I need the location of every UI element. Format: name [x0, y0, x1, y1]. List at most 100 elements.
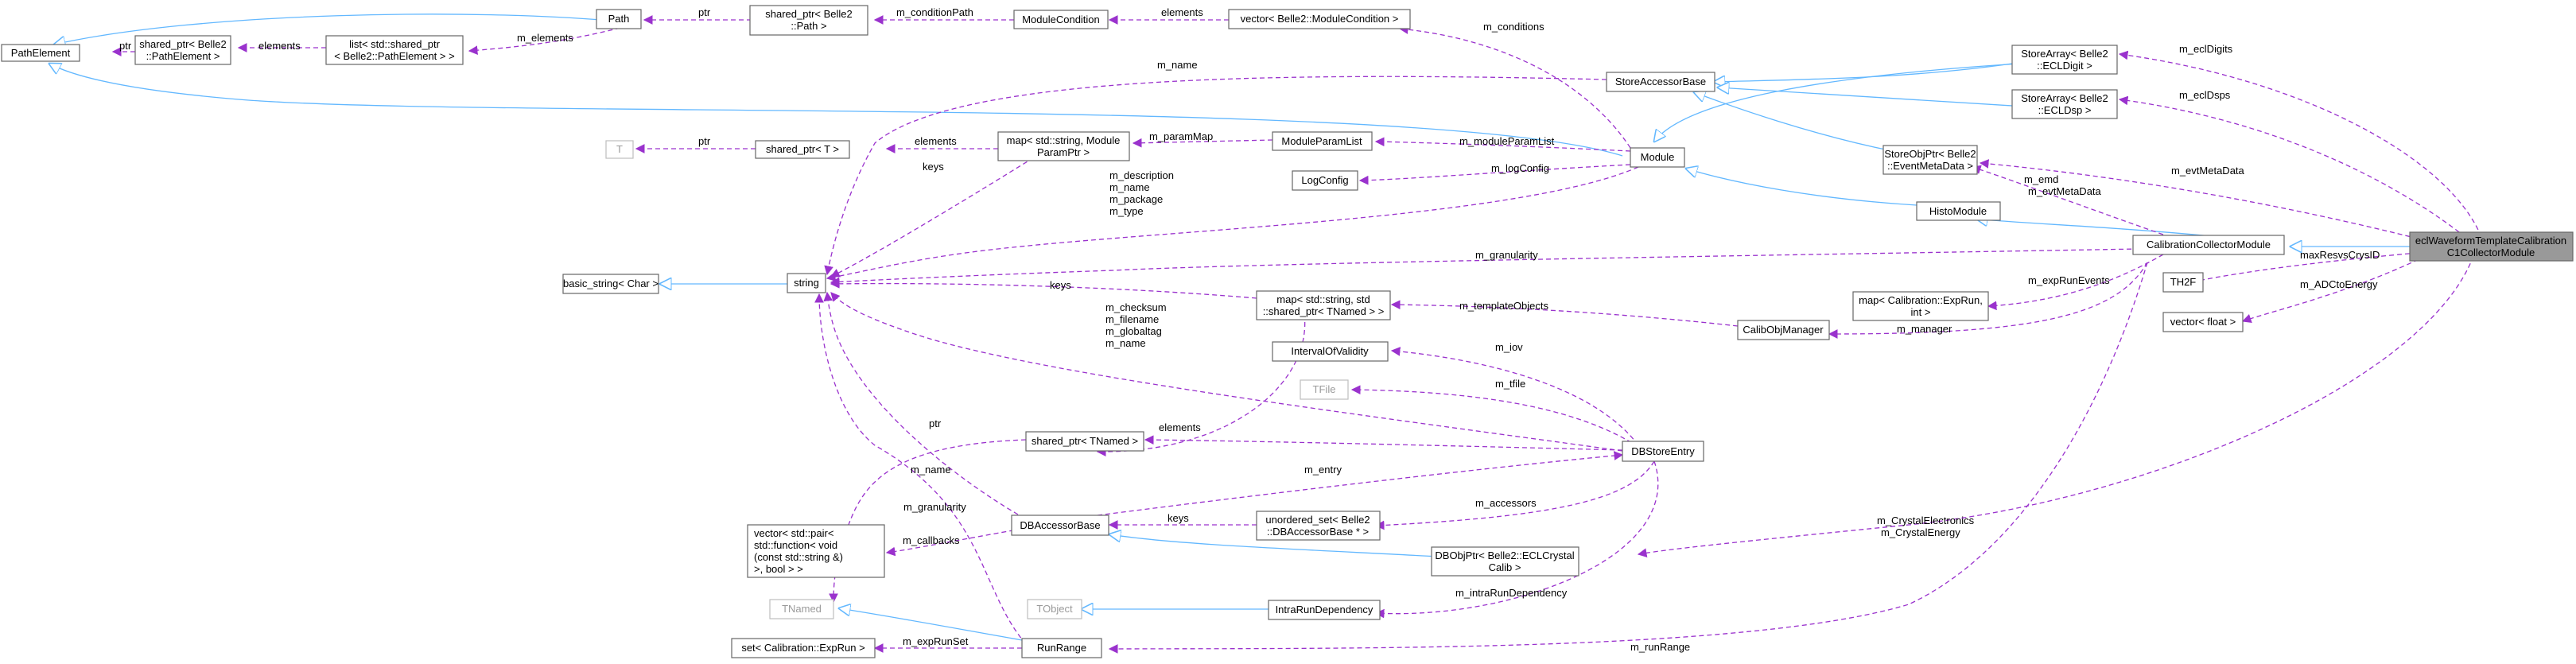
node-label: DBStoreEntry	[1631, 445, 1695, 457]
label-m-ecl-dsps: m_eclDsps	[2179, 89, 2231, 101]
node-db-obj-ptr[interactable]: DBObjPtr< Belle2::ECLCrystal Calib >	[1431, 546, 1579, 577]
node-intra-run-dependency[interactable]: IntraRunDependency	[1268, 600, 1381, 620]
node-module[interactable]: Module	[1630, 147, 1685, 168]
label-m-template-objects: m_templateObjects	[1459, 300, 1548, 312]
label-m-tfile: m_tfile	[1495, 378, 1525, 390]
node-label: shared_ptr< Belle2	[139, 38, 227, 50]
node-histo-module[interactable]: HistoModule	[1916, 201, 2001, 221]
edge-calibobjmanager-to-maptnamed	[1390, 300, 1739, 327]
node-module-condition[interactable]: ModuleCondition	[1013, 10, 1109, 29]
node-map-tnamed[interactable]: map< std::string, std ::shared_ptr< TNam…	[1256, 290, 1391, 320]
node-store-accessor-base[interactable]: StoreAccessorBase	[1606, 72, 1715, 92]
label-m-elements: m_elements	[517, 32, 573, 44]
node-label: >, bool > >	[754, 563, 803, 575]
node-map-param[interactable]: map< std::string, Module ParamPtr >	[997, 131, 1130, 161]
node-label: LogConfig	[1301, 174, 1348, 186]
edge-calcollector-to-string	[830, 248, 2140, 287]
node-label: ::ECLDsp >	[2038, 104, 2092, 116]
edge-labels: ptr elements m_elements ptr m_conditionP…	[119, 6, 2380, 653]
node-label: TH2F	[2170, 276, 2197, 288]
node-shared-ptr-tnamed[interactable]: shared_ptr< TNamed >	[1025, 431, 1144, 452]
node-label: string	[794, 277, 819, 289]
edge-maptnamed-to-string	[830, 279, 1257, 299]
edge-histomodule-inherits-module	[1686, 169, 1917, 206]
node-shared-ptr-path[interactable]: shared_ptr< Belle2 ::Path >	[749, 5, 868, 36]
edge-module-inherits-pathelement	[49, 64, 1623, 157]
label-m-crystal-energy: m_CrystalEnergy	[1881, 526, 1960, 538]
node-set-exprun[interactable]: set< Calibration::ExpRun >	[731, 638, 876, 658]
node-map-exprun[interactable]: map< Calibration::ExpRun, int >	[1852, 291, 1989, 321]
node-label: CalibObjManager	[1743, 324, 1824, 336]
edge-dbaccessorbase-to-vectorpair	[885, 528, 1023, 557]
label-ptr: ptr	[119, 40, 132, 52]
node-label: CalibrationCollectorModule	[2147, 239, 2271, 250]
node-list-shared-ptr[interactable]: list< std::shared_ptr < Belle2::PathElem…	[325, 35, 464, 65]
label-m-adc-to-energy: m_ADCtoEnergy	[2300, 278, 2378, 290]
label-m-granularity: m_granularity	[1475, 249, 1538, 261]
edge-calcollector-to-storeobjptr	[1971, 165, 2164, 235]
node-label: DBObjPtr< Belle2::ECLCrystal	[1435, 549, 1574, 561]
edge-dbstoreentry-to-iov	[1390, 347, 1639, 446]
edge-module-to-vector-conditions	[1398, 25, 1631, 149]
node-label: StoreObjPtr< Belle2	[1884, 148, 1976, 160]
node-th2f[interactable]: TH2F	[2162, 272, 2204, 293]
node-db-store-entry[interactable]: DBStoreEntry	[1622, 441, 1704, 462]
node-ecl-waveform-template-collector[interactable]: eclWaveformTemplateCalibration C1Collect…	[2409, 231, 2574, 262]
node-tnamed[interactable]: TNamed	[769, 599, 834, 619]
edge-dbaccessorbase-to-dbstoreentry	[1097, 451, 1624, 516]
label-m-condition-path: m_conditionPath	[896, 6, 973, 18]
label-ptr: ptr	[698, 6, 711, 18]
label-m-manager: m_manager	[1897, 323, 1952, 335]
label-m-ecl-digits: m_eclDigits	[2179, 43, 2233, 55]
node-tobject[interactable]: TObject	[1027, 599, 1082, 619]
node-path[interactable]: Path	[596, 9, 642, 29]
node-store-obj-ptr[interactable]: StoreObjPtr< Belle2 ::EventMetaData >	[1882, 145, 1978, 175]
node-label: PathElement	[11, 47, 71, 59]
edge-focus-to-dbobjptr	[1637, 255, 2474, 557]
node-label: StoreArray< Belle2	[2021, 92, 2108, 104]
edge-module-to-moduleparamlist	[1374, 137, 1631, 152]
node-shared-ptr-t[interactable]: shared_ptr< T >	[755, 140, 850, 159]
node-string[interactable]: string	[787, 273, 826, 293]
node-label: unordered_set< Belle2	[1265, 514, 1370, 526]
node-label: ModuleParamList	[1281, 135, 1362, 147]
label-m-iov: m_iov	[1495, 341, 1523, 353]
edge-dbstoreentry-to-tfile	[1350, 385, 1639, 448]
label-m-emd: m_emd	[2024, 173, 2058, 185]
label-max-resvs-crys-id: maxResvsCrysID	[2300, 249, 2380, 261]
edge-maptnamed-to-sharedptr-tnamed	[1096, 313, 1306, 456]
label-m-conditions: m_conditions	[1483, 21, 1544, 33]
node-store-array-ecl-digit[interactable]: StoreArray< Belle2 ::ECLDigit >	[2011, 45, 2118, 75]
node-vector-pair[interactable]: vector< std::pair< std::function< void (…	[747, 524, 885, 578]
node-label: DBAccessorBase	[1020, 519, 1100, 531]
node-basic-string[interactable]: basic_string< Char >	[562, 274, 659, 294]
node-interval-of-validity[interactable]: IntervalOfValidity	[1272, 341, 1389, 362]
label-keys: keys	[923, 161, 944, 173]
node-label: Module	[1641, 151, 1675, 163]
edge-dbstoreentry-to-sharedptr-tnamed	[1144, 435, 1623, 451]
node-vector-module-condition[interactable]: vector< Belle2::ModuleCondition >	[1228, 9, 1411, 29]
node-log-config[interactable]: LogConfig	[1292, 170, 1358, 191]
edge-dbstoreentry-to-unorderedset	[1374, 460, 1655, 530]
node-tfile[interactable]: TFile	[1300, 379, 1349, 400]
edge-focus-to-th2f	[2189, 252, 2419, 285]
node-vector-float[interactable]: vector< float >	[2162, 312, 2244, 332]
node-calibration-collector-module[interactable]: CalibrationCollectorModule	[2132, 235, 2285, 255]
node-module-param-list[interactable]: ModuleParamList	[1272, 131, 1373, 151]
edge-dbaccessorbase-to-string	[823, 291, 1019, 515]
edge-calcollector-inherits-histomodule	[1976, 219, 2212, 237]
edge-storeobjptr-inherits-storeaccessorbase	[1694, 92, 1894, 152]
node-db-accessor-base[interactable]: DBAccessorBase	[1011, 515, 1109, 536]
node-label: IntraRunDependency	[1276, 604, 1373, 615]
node-shared-ptr-pathelement[interactable]: shared_ptr< Belle2 ::PathElement >	[134, 35, 231, 65]
node-calib-obj-manager[interactable]: CalibObjManager	[1737, 320, 1830, 340]
node-t[interactable]: T	[605, 140, 634, 159]
node-label: ::ECLDigit >	[2037, 60, 2092, 72]
node-store-array-ecl-dsp[interactable]: StoreArray< Belle2 ::ECLDsp >	[2011, 89, 2118, 119]
node-path-element[interactable]: PathElement	[1, 44, 80, 62]
edge-storearray-dsp-inherits-storeaccessorbase	[1718, 87, 2013, 107]
node-unordered-set[interactable]: unordered_set< Belle2 ::DBAccessorBase *…	[1256, 511, 1381, 541]
node-run-range[interactable]: RunRange	[1021, 638, 1102, 658]
node-label: list< std::shared_ptr	[349, 38, 440, 50]
